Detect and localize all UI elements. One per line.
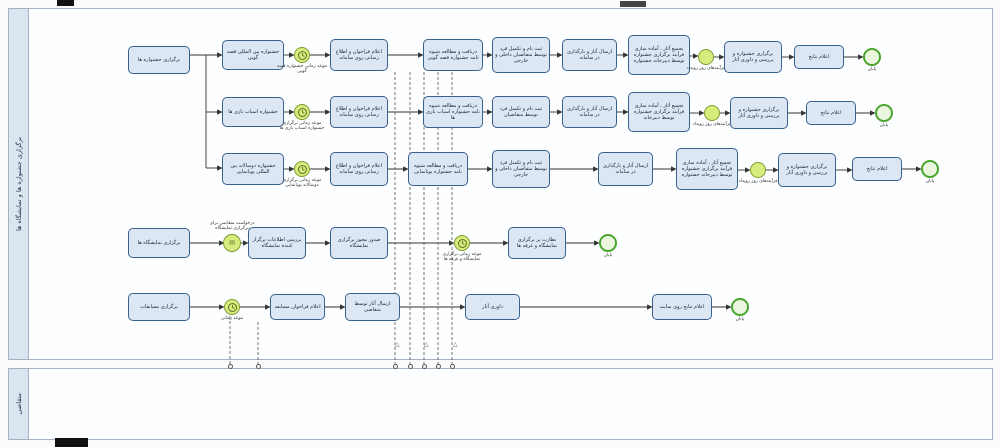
message-flow-endpoint <box>421 363 427 369</box>
task-node[interactable]: اعلام فراخوان و اطلاع رسانی روی سامانه <box>330 39 388 71</box>
task-node[interactable]: تجمیع آثار ، آماده سازی فرآیند برگزاری ج… <box>676 148 738 190</box>
pool-applicant: متقاضی <box>8 368 993 440</box>
task-node[interactable]: داوری آثار <box>465 294 520 320</box>
intermediate-event[interactable] <box>704 105 720 121</box>
clock-icon <box>457 238 467 248</box>
task-node[interactable]: برگزاری نمایشگاه ها <box>128 228 190 258</box>
task-node[interactable]: جشنواره دوسالانه بین المللی پویانمایی <box>222 153 284 185</box>
envelope-icon: ✉ <box>229 238 235 247</box>
screen-artifact-bar <box>620 1 646 7</box>
task-node[interactable]: ارسال آثار و بارگذاری در سامانه <box>562 96 617 128</box>
task-node[interactable]: تجمیع آثار ، آماده سازی فرآیند برگزاری ج… <box>628 35 690 75</box>
task-node[interactable]: دریافت و مطالعه شیوه نامه جشنواره قصه گو… <box>423 39 483 71</box>
message-flow-endpoint <box>435 363 441 369</box>
message-flow-endpoint <box>227 363 233 369</box>
task-node[interactable]: برگزاری جشنواره و بررسی و داوری آثار <box>730 97 788 129</box>
intermediate-event[interactable] <box>750 162 766 178</box>
flow-arrowhead: △ <box>453 341 458 348</box>
task-node[interactable]: ارسال آثار توسط متقاضی <box>345 293 400 321</box>
end-event[interactable] <box>599 234 617 252</box>
timer-event[interactable] <box>294 104 310 120</box>
task-node[interactable]: اعلام نتایج <box>806 101 856 125</box>
clock-icon <box>297 164 307 174</box>
end-event[interactable] <box>731 298 749 316</box>
task-node[interactable]: اعلام نتایج <box>794 45 844 69</box>
flow-arrowhead: △ <box>395 341 400 348</box>
message-flow-endpoint <box>392 363 398 369</box>
timer-event[interactable] <box>454 235 470 251</box>
task-node[interactable]: اعلام فراخوان مسابقه <box>270 294 325 320</box>
task-node[interactable]: دریافت و مطالعه شیوه نامه جشنواره اسباب … <box>423 96 483 128</box>
task-node[interactable]: تجمیع آثار ، آماده سازی فرآیند برگزاری ج… <box>628 92 690 132</box>
task-node[interactable]: اعلام نتایج <box>852 157 902 181</box>
task-node[interactable]: ثبت نام و تکمیل فرد توسط متقاضیان <box>492 96 550 128</box>
task-node[interactable]: برگزاری جشنواره ها <box>128 46 190 74</box>
task-node[interactable]: نظارت بر برگزاری نمایشگاه و غرفه ها <box>508 227 566 259</box>
timer-event[interactable] <box>294 47 310 63</box>
end-event[interactable] <box>863 48 881 66</box>
task-node[interactable]: اعلام نتایج روی سایت <box>652 294 712 320</box>
task-node[interactable]: ثبت نام و تکمیل فرد توسط متقاضیان داخلی … <box>492 37 550 73</box>
clock-icon <box>297 107 307 117</box>
screen-artifact-bar <box>55 438 88 447</box>
task-node[interactable]: اعلام فراخوان و اطلاع رسانی روی سامانه <box>330 152 388 186</box>
task-node[interactable]: برگزاری مسابقات <box>128 293 190 321</box>
intermediate-event[interactable] <box>698 49 714 65</box>
task-node[interactable]: برگزاری جشنواره و بررسی و داوری آثار <box>778 153 836 187</box>
task-node[interactable]: ارسال آثار و بارگذاری در سامانه <box>562 39 617 71</box>
message-flow-endpoint <box>407 363 413 369</box>
screen-artifact-bar <box>57 0 74 6</box>
message-flow-endpoint <box>255 363 261 369</box>
clock-icon <box>227 302 237 312</box>
message-flow-endpoint <box>449 363 455 369</box>
task-node[interactable]: جشنواره اسباب بازی ها <box>222 97 284 127</box>
timer-event[interactable] <box>294 161 310 177</box>
task-node[interactable]: صدور مجوز برگزاری نمایشگاه <box>330 227 388 259</box>
message-event[interactable]: ✉ <box>223 234 241 252</box>
timer-event[interactable] <box>224 299 240 315</box>
clock-icon <box>297 50 307 60</box>
task-node[interactable]: بررسی اطلاعات برگزار کننده نمایشگاه <box>248 227 306 259</box>
task-node[interactable]: دریافت و مطالعه شیوه نامه جشنواره پویانم… <box>408 152 468 186</box>
end-event[interactable] <box>875 104 893 122</box>
end-event[interactable] <box>921 160 939 178</box>
flow-arrowhead: △ <box>424 341 429 348</box>
task-node[interactable]: ثبت نام و تکمیل فرد توسط متقاضیان داخلی … <box>492 150 550 188</box>
task-node[interactable]: اعلام فراخوان و اطلاع رسانی روی سامانه <box>330 96 388 128</box>
task-node[interactable]: برگزاری جشنواره و بررسی و داوری آثار <box>724 41 782 73</box>
pool-applicant-label-bar: متقاضی <box>9 369 29 439</box>
pool-festivals-label-bar: برگزاری جشنواره ها و نمایشگاه ها <box>9 9 29 359</box>
task-node[interactable]: جشنواره بین المللی قصه گویی <box>222 40 284 70</box>
task-node[interactable]: ارسال آثار و بارگذاری در سامانه <box>598 152 653 186</box>
